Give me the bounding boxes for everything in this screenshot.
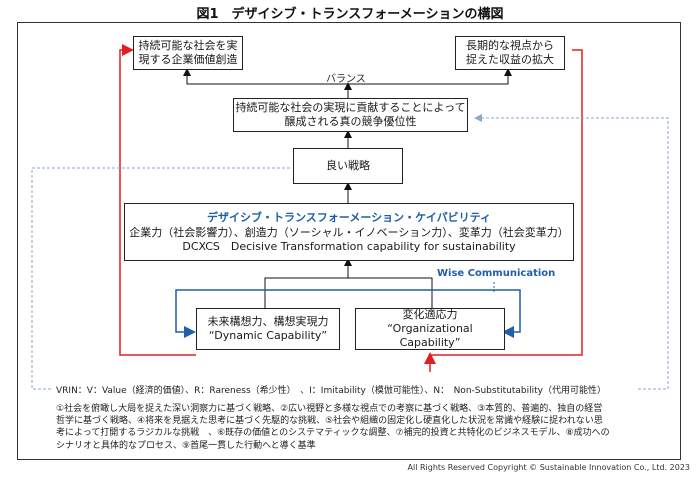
core-capability-english: DCXCS Decisive Transformation capability… [182,240,516,253]
organizational-capability-box: 変化適応力 “Organizational Capability” [355,308,505,350]
strategy-notes-line1: ①社会を俯瞰し大局を捉えた深い洞察力に基づく戦略、②広い視野と多様な視点での考察… [56,404,603,414]
red-feedback-line-left [119,44,196,356]
red-feedback-line-right [430,49,583,356]
long-term-profit-box: 長期的な視点から 捉えた収益の拡大 [455,36,565,70]
sustainable-value-line1: 持続可能な社会を実 [138,39,238,52]
strategy-notes-line2: 哲学に基づく戦略、④将来を見据えた思考に基づく先駆的な挑戦、⑤社会や組織の固定化… [56,416,603,427]
copyright-notice: All Rights Reserved Copyright © Sustaina… [407,463,691,472]
vrin-legend: VRIN：V：Value（経済的価値）、R：Rareness（希少性） 、I：I… [56,386,606,396]
blue-loop-left [175,289,494,338]
balance-label: バランス [326,74,366,85]
long-term-profit-line1: 長期的な視点から [466,39,554,52]
blue-loop-right [494,289,521,338]
long-term-profit-line2: 捉えた収益の拡大 [466,53,554,66]
sustainable-value-line2: 現する企業価値創造 [138,53,238,66]
core-capability-title: デザイシブ・トランスフォーメーション・ケイパビリティ [206,211,492,224]
dashed-vrin-right [474,114,669,390]
core-capability-box: デザイシブ・トランスフォーメーション・ケイパビリティ 企業力（社会影響力）、創造… [124,203,574,261]
good-strategy-box: 良い戦略 [293,148,403,184]
diagram-frame [17,22,681,460]
competitive-advantage-line1: 持続可能な社会の実現に貢献することによって [235,101,466,114]
capabilities-join-line [264,277,433,308]
organizational-capability-line2: “Organizational Capability” [387,322,473,349]
strategy-notes-line3: 考によって打開するラジカルな挑戦 、⑥既存の価値とのシステマティックな調整、⑦補… [56,428,610,439]
organizational-capability-line1: 変化適応力 [402,308,458,321]
good-strategy-label: 良い戦略 [326,159,370,172]
strategy-notes-line4: シナリオと具体的なプロセス、⑨首尾一貫した行動へと導く基準 [56,440,316,451]
strategy-notes: ①社会を俯瞰し大局を捉えた深い洞察力に基づく戦略、②広い視野と多様な視点での考察… [56,403,664,452]
core-capability-components: 企業力（社会影響力）、創造力（ソーシャル・イノベーション力）、変革力（社会変革力… [129,226,569,239]
wise-communication-label: Wise Communication [437,268,556,279]
dynamic-capability-line2: “Dynamic Capability” [208,329,328,342]
dashed-vrin-left [31,167,290,390]
figure-title: 図1 デザイシブ・トランスフォーメーションの構図 [196,7,504,22]
competitive-advantage-line2: 醸成される真の競争優位性 [284,115,417,128]
dynamic-capability-box: 未来構想力、構想実現力 “Dynamic Capability” [196,308,340,350]
sustainable-value-box: 持続可能な社会を実 現する企業価値創造 [133,36,243,70]
competitive-advantage-box: 持続可能な社会の実現に貢献することによって 醸成される真の競争優位性 [233,98,468,132]
dynamic-capability-line1: 未来構想力、構想実現力 [207,315,329,328]
